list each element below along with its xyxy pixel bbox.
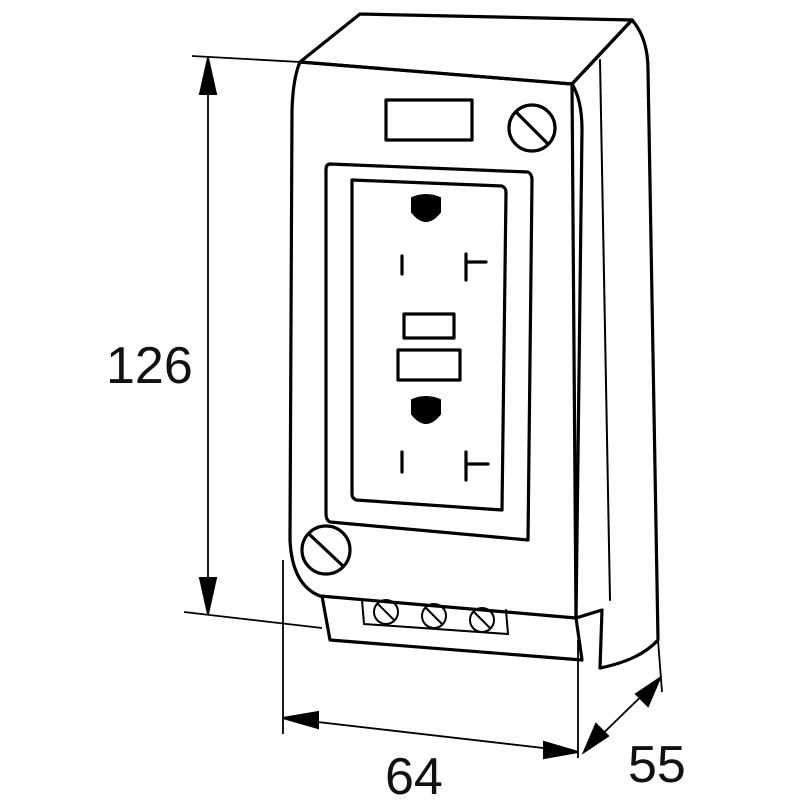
bottom-left-screw [300, 524, 352, 576]
depth-label: 55 [628, 736, 686, 794]
upper-outlet [400, 194, 488, 282]
lower-outlet [400, 396, 490, 482]
upper-ground-slot [411, 194, 441, 222]
test-button[interactable] [402, 312, 456, 340]
depth-dimension: 55 [581, 639, 686, 794]
terminal-screw-3 [469, 607, 495, 633]
width-label: 64 [385, 748, 443, 800]
receptacle-outer-frame [324, 162, 534, 542]
height-label: 126 [106, 337, 193, 395]
height-dimension: 126 [106, 55, 323, 629]
gfci-buttons [396, 312, 462, 382]
terminal-block [320, 594, 584, 662]
side-edge-line [599, 59, 611, 601]
terminal-screw-1 [373, 599, 399, 625]
reset-button[interactable] [396, 348, 462, 382]
top-right-screw [507, 103, 557, 153]
terminal-screw-2 [421, 603, 447, 629]
label-window [384, 98, 474, 142]
receptacle-face-plate [350, 178, 508, 512]
enclosure-side-face [570, 18, 660, 670]
width-dimension: 64 [282, 560, 579, 800]
lower-ground-slot [411, 396, 441, 424]
enclosure-body [288, 12, 660, 670]
enclosure-front-face [288, 60, 584, 620]
